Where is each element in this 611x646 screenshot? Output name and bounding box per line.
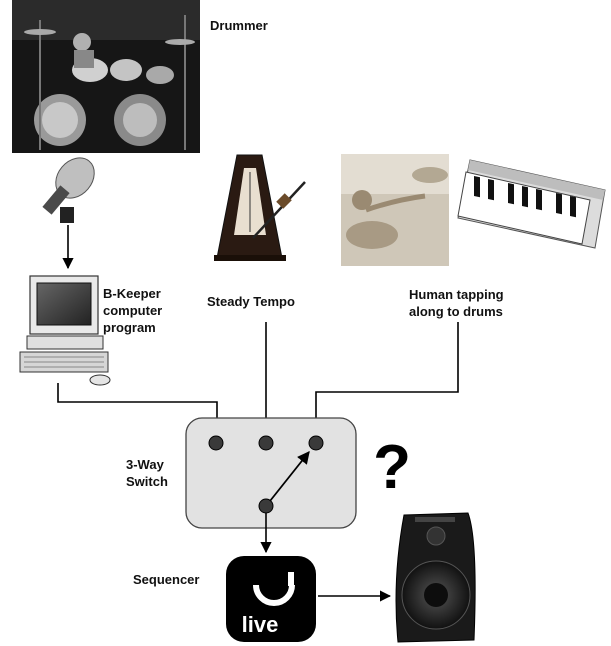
question-mark: ? bbox=[373, 433, 411, 502]
microphone-icon bbox=[42, 157, 95, 223]
tapping-to-switch-line bbox=[310, 322, 459, 436]
speaker-icon bbox=[395, 512, 476, 643]
computer-icon bbox=[19, 275, 111, 386]
switch-lever bbox=[269, 451, 310, 502]
metronome-icon bbox=[214, 154, 306, 261]
switch-label-line1: 3-Way bbox=[126, 457, 164, 472]
drummer-photo bbox=[12, 0, 200, 153]
switch-label: 3-Way Switch bbox=[126, 456, 168, 490]
switch-node-tapping bbox=[308, 435, 324, 451]
bkeeper-label-line2: computer bbox=[103, 303, 163, 318]
switch-label-line2: Switch bbox=[126, 474, 168, 489]
drummer-label: Drummer bbox=[210, 18, 268, 33]
human-tapping-label-line2: along to drums bbox=[409, 304, 503, 319]
bkeeper-label-line1: B-Keeper bbox=[103, 286, 161, 301]
live-logo-text: live bbox=[242, 612, 279, 637]
live-logo-icon: live bbox=[226, 556, 316, 642]
bkeeper-label-line3: program bbox=[103, 320, 156, 335]
bkeeper-label: B-Keeper computer program bbox=[103, 285, 162, 336]
switch-node-bkeeper bbox=[208, 435, 224, 451]
human-tapping-label-line1: Human tapping bbox=[409, 287, 504, 302]
michelangelo-image bbox=[341, 154, 449, 266]
steady-tempo-label: Steady Tempo bbox=[207, 294, 295, 309]
human-tapping-label: Human tapping along to drums bbox=[409, 286, 504, 320]
switch-node-tempo bbox=[258, 435, 274, 451]
sequencer-label: Sequencer bbox=[133, 572, 200, 587]
midi-keyboard-icon bbox=[457, 159, 606, 249]
